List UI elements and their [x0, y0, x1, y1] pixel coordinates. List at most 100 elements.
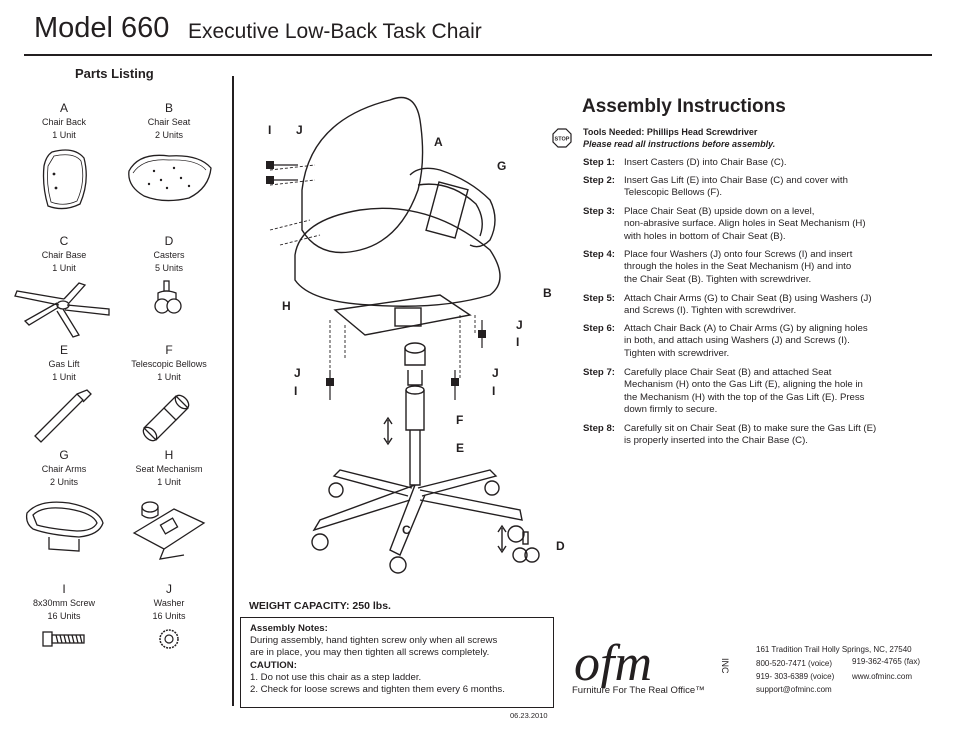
step-line: Attach Chair Back (A) to Chair Arms (G) …: [624, 323, 868, 334]
step-label: Step 1:: [583, 157, 615, 168]
part-b: B Chair Seat 2 Units: [114, 101, 224, 206]
document-date: 06.23.2010: [510, 711, 548, 720]
part-d: D Casters 5 Units: [114, 234, 224, 319]
step-label: Step 6:: [583, 323, 615, 334]
part-name: Casters: [153, 250, 185, 260]
part-name: Chair Base: [41, 250, 87, 260]
caution-line: 1. Do not use this chair as a step ladde…: [250, 671, 422, 683]
part-name: Washer: [153, 598, 185, 608]
part-qty: 1 Unit: [52, 130, 76, 140]
part-qty: 1 Unit: [52, 263, 76, 273]
washer-icon: [159, 629, 179, 649]
step-label: Step 5:: [583, 293, 615, 304]
step-line: Carefully sit on Chair Seat (B) to make …: [624, 423, 877, 434]
part-qty: 16 Units: [47, 611, 81, 621]
part-letter: H: [164, 448, 174, 462]
part-f: F Telescopic Bellows 1 Unit: [114, 343, 224, 448]
chair-back-icon: [42, 149, 87, 210]
stop-sign-icon: STOP: [552, 128, 572, 148]
stop-sign-text: STOP: [555, 137, 570, 143]
chair-base-icon: [14, 282, 110, 338]
chair-arms-icon: [25, 501, 104, 552]
ofm-logo: ofm INC: [574, 636, 730, 688]
part-name: Chair Seat: [147, 117, 191, 127]
step-line: Insert Casters (D) into Chair Base (C).: [624, 157, 787, 168]
company-phone: 800-520-7471 (voice): [756, 659, 833, 668]
step-label: Step 3:: [583, 206, 615, 217]
step-line: and Screws (I). Tighten with screwdriver…: [624, 305, 797, 317]
step-line: non-abrasive surface. Align holes in Sea…: [624, 218, 866, 230]
part-letter: I: [62, 582, 66, 596]
diagram-label: J: [296, 123, 303, 137]
part-name: 8x30mm Screw: [32, 598, 95, 608]
diagram-label: J: [294, 366, 301, 380]
step-line: Attach Chair Arms (G) to Chair Seat (B) …: [624, 293, 872, 304]
step-line: Tighten with screwdriver.: [624, 347, 730, 359]
company-email[interactable]: support@ofminc.com: [756, 685, 832, 694]
company-phone-2: 919- 303-6389 (voice): [756, 672, 835, 681]
caster-icon: [154, 280, 182, 314]
assembly-diagram: [266, 96, 540, 574]
logo-text: ofm: [574, 636, 652, 688]
part-letter: E: [59, 343, 68, 357]
step-line: Mechanism (H) onto the Gas Lift (E), ali…: [624, 379, 863, 391]
part-name: Chair Back: [41, 117, 86, 127]
part-qty: 1 Unit: [157, 477, 181, 487]
part-letter: D: [164, 234, 174, 248]
caution-line: 2. Check for loose screws and tighten th…: [250, 684, 505, 696]
notes-line: are in place, you may then tighten all s…: [250, 647, 490, 659]
step-line: the Chair Seat (B). Tighten with screwdr…: [624, 273, 812, 285]
assembly-notes-box: Assembly Notes: During assembly, hand ti…: [240, 617, 554, 708]
company-fax: 919-362-4765 (fax): [852, 657, 921, 666]
part-qty: 5 Units: [154, 263, 183, 273]
step-label: Step 7:: [583, 367, 615, 378]
diagram-label: B: [543, 286, 552, 300]
weight-capacity: WEIGHT CAPACITY: 250 lbs.: [249, 600, 391, 612]
part-letter: J: [166, 582, 172, 596]
part-name: Telescopic Bellows: [131, 359, 207, 369]
part-qty: 1 Unit: [157, 372, 181, 382]
diagram-label: I: [492, 384, 496, 398]
step-line: down firmly to secure.: [624, 404, 718, 416]
part-name: Gas Lift: [48, 359, 80, 369]
company-website[interactable]: www.ofminc.com: [852, 672, 913, 681]
parts-listing-title: Parts Listing: [75, 66, 154, 81]
part-a: A Chair Back 1 Unit: [9, 101, 119, 216]
screw-icon: [42, 631, 85, 647]
diagram-label: I: [294, 384, 298, 398]
diagram-label: J: [492, 366, 499, 380]
part-letter: C: [59, 234, 69, 248]
notes-line: During assembly, hand tighten screw only…: [250, 635, 498, 647]
part-letter: G: [59, 448, 69, 462]
diagram-label: I: [516, 335, 520, 349]
part-i: I 8x30mm Screw 16 Units: [9, 582, 119, 651]
diagram-label: D: [556, 539, 565, 553]
step-line: is properly inserted into the Chair Base…: [624, 435, 808, 447]
step-line: in both, and attach using Washers (J) an…: [624, 335, 850, 347]
diagram-label: F: [456, 413, 464, 427]
model-title: Model 660: [34, 12, 170, 44]
step-line: through the holes in the Seat Mechanism …: [624, 261, 852, 273]
part-qty: 2 Units: [154, 130, 183, 140]
tools-text: Tools Needed: Phillips Head Screwdriver: [583, 127, 758, 137]
assembly-title: Assembly Instructions: [582, 96, 786, 117]
step-label: Step 8:: [583, 423, 615, 434]
tools-needed: Tools Needed: Phillips Head Screwdriver …: [583, 126, 775, 150]
product-subtitle: Executive Low-Back Task Chair: [188, 20, 482, 43]
diagram-label: E: [456, 441, 465, 455]
part-name: Seat Mechanism: [135, 464, 203, 474]
part-j: J Washer 16 Units: [114, 582, 224, 651]
step-line: Place four Washers (J) onto four Screws …: [624, 249, 853, 260]
bellows-icon: [142, 394, 190, 442]
diagram-label: J: [516, 318, 523, 332]
part-g: G Chair Arms 2 Units: [9, 448, 119, 563]
header-divider: [24, 54, 932, 56]
step-label: Step 4:: [583, 249, 615, 260]
column-divider: [232, 76, 234, 706]
seat-mechanism-icon: [132, 501, 206, 560]
gas-lift-icon: [34, 389, 92, 443]
company-tagline: Furniture For The Real Office™: [572, 685, 705, 696]
diagram-label: H: [282, 299, 291, 313]
step-line: Telescopic Bellows (F).: [624, 187, 723, 199]
step-line: Carefully place Chair Seat (B) and attac…: [624, 367, 832, 378]
